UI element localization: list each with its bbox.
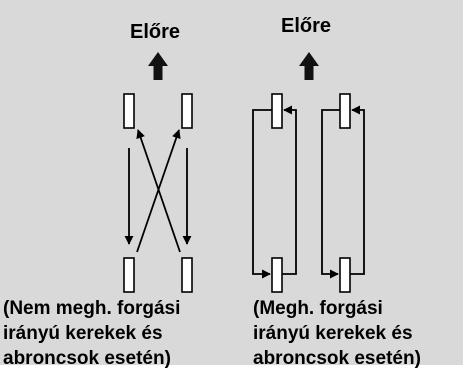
wheel-front-right [181, 93, 193, 129]
arrow-rear-right-to-front-left [136, 129, 181, 253]
wheel-front-right [339, 93, 351, 129]
caption-right-line: (Megh. forgási [253, 298, 383, 319]
wheel-rear-left [271, 257, 283, 293]
caption-left-line: (Nem megh. forgási [3, 298, 181, 319]
caption-left-line: irányú kerekek és [3, 323, 163, 344]
arrow-rear-left-to-front-right [136, 129, 181, 253]
caption-left: (Nem megh. forgási irányú kerekek és abr… [3, 296, 180, 371]
arrow-right-front-to-rear [321, 109, 340, 279]
arrow-right-rear-to-front [350, 105, 365, 275]
forward-label-right: Előre [281, 15, 332, 37]
caption-left-line: abroncsok esetén) [3, 348, 171, 369]
wheel-front-left [271, 93, 283, 129]
caption-right: (Megh. forgási irányú kerekek és abroncs… [253, 296, 421, 371]
wheel-rear-left [123, 257, 135, 293]
caption-right-line: abroncsok esetén) [253, 348, 421, 369]
wheel-rear-right [339, 257, 351, 293]
diagram-panel [0, 0, 463, 365]
wheel-rear-right [181, 257, 193, 293]
wheel-front-left [123, 93, 135, 129]
arrow-left-front-to-rear [252, 109, 272, 279]
forward-arrow-icon-left [148, 52, 168, 80]
arrow-left-rear-to-front [282, 105, 297, 275]
forward-arrow-icon-right [299, 52, 319, 80]
forward-label-left: Előre [130, 21, 181, 43]
caption-right-line: irányú kerekek és [253, 323, 413, 344]
